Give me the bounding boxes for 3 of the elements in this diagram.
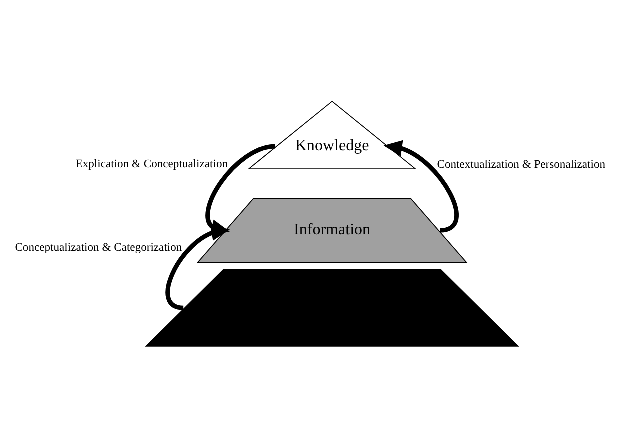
edge-label: Explication & Conceptualization <box>76 158 228 171</box>
edge-label: Conceptualization & Categorization <box>15 240 182 254</box>
edge-label: Contextualization & Personalization <box>437 158 606 171</box>
